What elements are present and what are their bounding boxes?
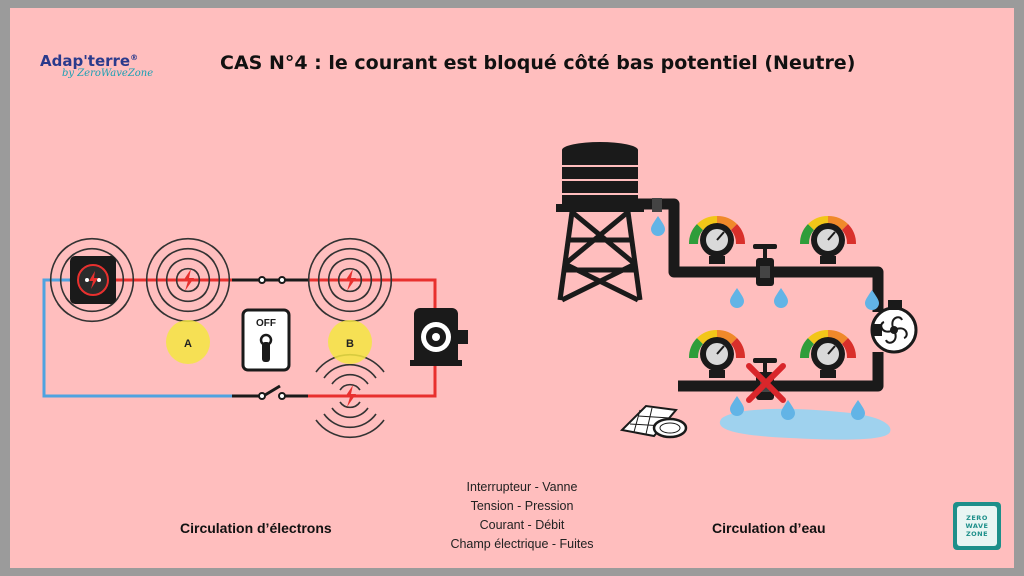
point-a-label: A [184,338,192,350]
off-label: OFF [256,318,276,329]
socket-icon [70,256,116,304]
logo-name: Adap'terre® [40,52,139,70]
motor-icon [410,308,468,366]
point-b-label: B [346,338,354,350]
water-drop-icon [851,400,865,420]
legend-item: Interrupteur - Vanne [466,480,578,494]
off-switch-icon: OFF [241,308,291,372]
legend-item: Champ électrique - Fuites [450,537,594,551]
water-drop-icon [781,400,795,420]
adapterre-logo: Adap'terre® by ZeroWaveZone [40,52,153,79]
bottom-open-switch [232,384,308,400]
electron-flow-caption: Circulation d’électrons [180,520,332,536]
water-drop-icon [774,288,788,308]
logo-tagline: by ZeroWaveZone [62,68,154,79]
water-drop-icon [651,216,665,236]
legend-item: Tension - Pression [470,499,574,513]
badge-line: ZONE [965,530,989,538]
legend-item: Courant - Débit [479,518,565,532]
water-drop-icon [730,396,744,416]
manhole-icon [619,404,688,439]
point-a-highlight [166,320,210,364]
page-title: CAS N°4 : le courant est bloqué côté bas… [220,52,856,74]
zerowavezone-badge: ZERO WAVE ZONE [953,502,1001,550]
valve-icon [753,244,777,286]
lightning-icon [183,269,194,291]
pressure-gauge-icon [687,214,747,265]
neutral-wire [42,278,238,398]
pressure-gauge-icon [798,328,858,379]
pipe-joint [652,198,662,212]
electric-circuit: A B OFF [42,239,468,438]
blocked-cross-icon [746,363,786,403]
analogy-legend: Interrupteur - Vanne Tension - Pression … [422,478,622,554]
live-wire-segment [303,278,437,308]
pump-icon [870,300,918,354]
water-drop-icon [730,288,744,308]
water-puddle [719,408,891,440]
water-flow-caption: Circulation d’eau [712,520,826,536]
diagram-canvas: A B OFF [42,142,918,440]
point-b-highlight [328,320,372,364]
top-contact-switch [232,276,308,284]
lightning-icon [345,269,356,291]
water-tower-icon [556,142,644,303]
badge-line: ZERO [966,514,988,522]
pressure-gauge-icon [798,214,858,265]
water-circuit [556,142,918,440]
badge-line: WAVE [965,522,989,530]
lightning-icon [345,385,356,407]
pressure-gauge-icon [687,328,747,379]
diagram-panel: A B OFF [10,8,1014,568]
